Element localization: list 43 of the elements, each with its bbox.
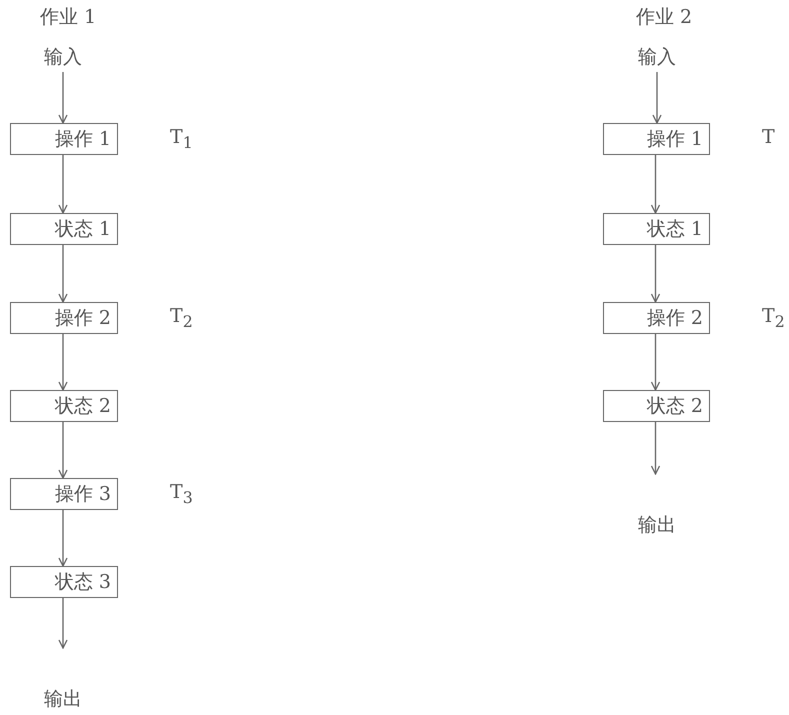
flow-text: 输入 (630, 42, 684, 72)
process-box (10, 123, 118, 155)
arrow (58, 72, 68, 124)
process-box (10, 566, 118, 598)
arrow (58, 598, 68, 649)
process-box (10, 302, 118, 334)
process-box (10, 390, 118, 422)
box-text: 状态 1 (54, 217, 111, 242)
arrow (650, 155, 660, 214)
flow-text: 输入 (36, 42, 90, 72)
box-text: 状态 2 (54, 394, 111, 419)
box-text: 状态 1 (646, 217, 703, 242)
arrow (58, 155, 68, 214)
process-box (10, 213, 118, 245)
box-text: 操作 1 (54, 127, 111, 152)
box-text: 操作 3 (54, 482, 111, 507)
process-box (603, 302, 710, 334)
arrow (58, 422, 68, 479)
flow-text: 输出 (630, 510, 684, 540)
time-label: T$_{2}$ (170, 305, 193, 331)
process-box (603, 213, 710, 245)
time-label: T$_{3}$ (170, 481, 193, 507)
box-text: 状态 3 (54, 570, 111, 595)
arrow (58, 510, 68, 567)
job-heading: 作业 1 (40, 5, 96, 30)
arrow (58, 245, 68, 303)
time-label: T$_{1}$ (170, 126, 193, 152)
time-label: T (762, 126, 775, 148)
arrow (650, 245, 660, 303)
time-label: T$_{2}$ (762, 305, 785, 331)
box-text: 操作 1 (646, 127, 703, 152)
flow-text: 输出 (36, 684, 90, 714)
box-text: 操作 2 (54, 306, 111, 331)
arrow (650, 422, 660, 475)
process-box (603, 123, 710, 155)
arrow (58, 334, 68, 391)
arrow (652, 72, 662, 124)
box-text: 操作 2 (646, 306, 703, 331)
job-heading: 作业 2 (636, 5, 692, 30)
arrow (650, 334, 660, 391)
process-box (10, 478, 118, 510)
box-text: 状态 2 (646, 394, 703, 419)
process-box (603, 390, 710, 422)
